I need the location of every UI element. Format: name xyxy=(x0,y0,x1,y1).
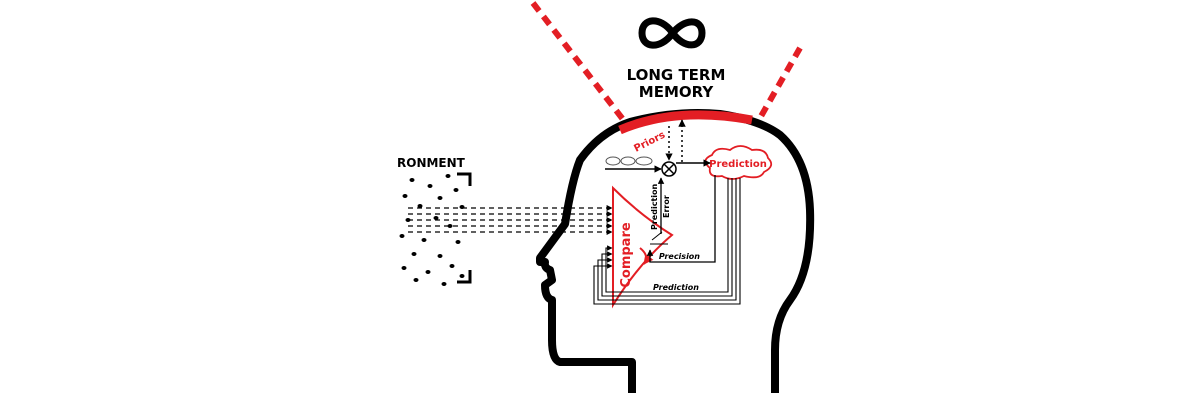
memory-title-line2: MEMORY xyxy=(639,83,715,101)
memory-ray-left xyxy=(530,1,628,124)
infinity-icon xyxy=(638,17,706,49)
prediction-bottom-label: Prediction xyxy=(653,283,699,292)
memory-arc xyxy=(618,110,753,135)
circle-x-icon xyxy=(661,161,677,177)
sensory-input-lines xyxy=(408,205,613,235)
environment-bracket xyxy=(457,172,472,284)
memory-ray-right xyxy=(757,46,803,120)
prediction-feedback-lines xyxy=(593,178,741,305)
prediction-error-label-1: Prediction xyxy=(650,183,659,230)
compare-arrow xyxy=(639,247,654,265)
priors-label: Priors xyxy=(632,130,667,155)
environment-label: RONMENT xyxy=(397,156,466,170)
precision-label: Precision xyxy=(659,252,700,261)
prediction-cloud-label: Prediction xyxy=(709,159,767,170)
memory-title-line1: LONG TERM xyxy=(627,66,726,84)
precision-path xyxy=(646,175,716,263)
prediction-error-label-2: Error xyxy=(662,195,671,218)
compare-triangle xyxy=(612,185,674,309)
precision-gauge xyxy=(650,231,668,245)
environment-particles xyxy=(399,174,465,286)
compare-label: Compare xyxy=(619,222,634,288)
prior-clouds xyxy=(605,156,653,166)
